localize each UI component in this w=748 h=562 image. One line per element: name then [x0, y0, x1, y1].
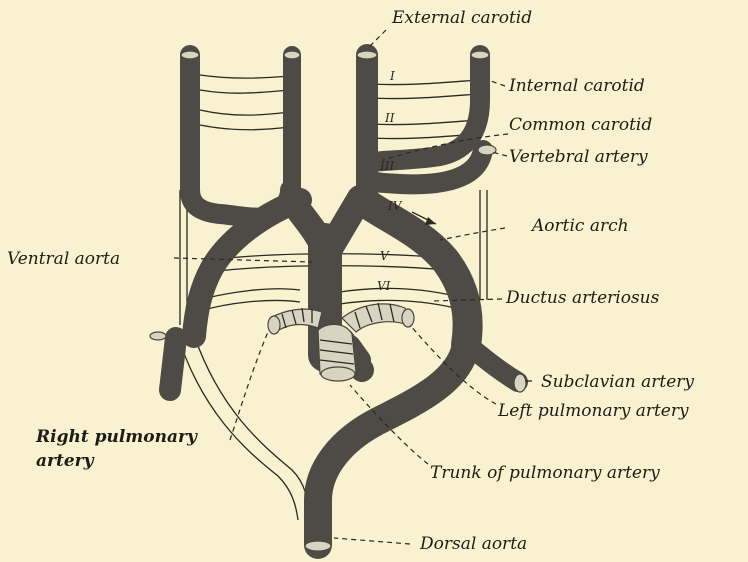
label-ductus-arteriosus: Ductus arteriosus — [505, 288, 660, 308]
opening-external-carotid — [357, 51, 377, 59]
opening-internal-carotid — [471, 51, 489, 59]
label-left-pulmonary-artery: Left pulmonary artery — [497, 401, 689, 421]
label-external-carotid: External carotid — [391, 8, 532, 28]
leader-right-pulmonary — [230, 332, 268, 440]
label-common-carotid: Common carotid — [509, 115, 652, 135]
leader-ventral-aorta — [174, 258, 312, 262]
leader-dorsal-aorta — [334, 538, 410, 544]
leader-external-carotid — [368, 30, 386, 48]
opening-left-internal — [181, 51, 199, 59]
leader-vertebral — [492, 152, 507, 156]
leader-aortic-arch — [440, 228, 505, 240]
arch-6-right-upper — [340, 289, 455, 296]
leader-internal-carotid — [488, 80, 505, 86]
arch-2-left-upper — [200, 110, 290, 115]
numeral-v: V — [380, 249, 390, 263]
left-descending-outline-2 — [194, 335, 308, 515]
right-subclavian-stub — [170, 338, 176, 390]
label-right-pulmonary-line1: Right pulmonary — [35, 427, 198, 447]
arch-1-left-lower — [200, 90, 290, 93]
left-descending-outline-1 — [176, 330, 298, 520]
label-dorsal-aorta: Dorsal aorta — [419, 534, 527, 554]
numeral-iii: III — [379, 159, 394, 173]
arch-2-left-lower — [200, 125, 290, 130]
opening-dorsal-aorta — [305, 541, 331, 551]
label-aortic-arch: Aortic arch — [530, 216, 629, 236]
arch-1-right-upper — [372, 80, 478, 85]
arch-6-left-lower — [196, 300, 300, 312]
left-pulmonary-branch — [342, 304, 410, 332]
opening-left-external — [284, 51, 300, 59]
label-internal-carotid: Internal carotid — [508, 76, 645, 96]
left-internal-carotid — [190, 55, 290, 218]
right-pulmonary-lumen — [268, 316, 280, 334]
internal-carotid-vessel — [372, 55, 480, 162]
arch-1-right-lower — [372, 94, 478, 99]
labels: External carotid Internal carotid Common… — [7, 8, 694, 554]
label-vertebral-artery: Vertebral artery — [509, 147, 648, 167]
arch-1-left-upper — [200, 75, 290, 78]
numeral-vi: VI — [377, 279, 391, 293]
trunk-lumen — [321, 367, 355, 381]
numeral-ii: II — [384, 111, 395, 125]
opening-right-subclavian — [150, 332, 166, 340]
numeral-i: I — [389, 69, 395, 83]
label-trunk-pulmonary-artery: Trunk of pulmonary artery — [430, 463, 660, 483]
label-right-pulmonary-line2: artery — [36, 451, 95, 471]
label-subclavian-artery: Subclavian artery — [541, 372, 694, 392]
label-ventral-aorta: Ventral aorta — [7, 249, 120, 269]
numeral-iv: IV — [387, 199, 403, 213]
opening-subclavian — [514, 374, 526, 392]
left-pulmonary-lumen — [402, 309, 414, 327]
arrow-head — [425, 217, 436, 225]
opening-vertebral — [478, 145, 496, 155]
